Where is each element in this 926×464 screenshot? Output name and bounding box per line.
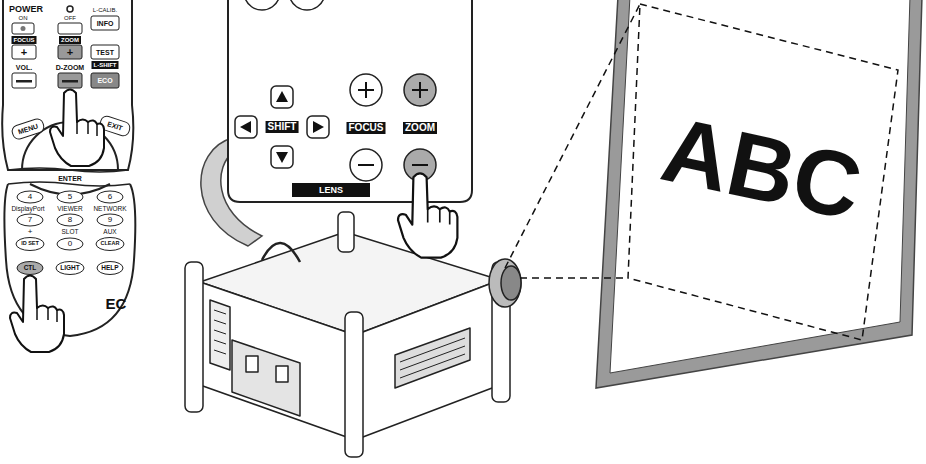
lens-control-panel	[228, 0, 472, 202]
button-caption: DisplayPort	[11, 206, 44, 213]
button-label: LIGHT	[60, 265, 80, 272]
projection-ray	[505, 4, 640, 278]
button-label: 5	[68, 193, 72, 201]
button-label: +	[21, 47, 27, 58]
brand-logo: EC	[106, 296, 127, 311]
button-label: CTL	[24, 265, 37, 272]
button-caption: ZOOM	[59, 36, 81, 44]
pointing-hand	[398, 173, 457, 257]
button-label: +	[67, 47, 73, 58]
button-label: 8	[68, 216, 72, 224]
button-caption: ON	[19, 15, 28, 21]
button-caption: SLOT	[62, 229, 79, 236]
projector	[185, 212, 521, 457]
pointing-hand	[50, 90, 104, 167]
button-caption: L-SHIFT	[92, 61, 119, 69]
panel-caption: ZOOM	[403, 122, 437, 134]
button-label: INFO	[97, 20, 114, 27]
remote-control	[2, 0, 135, 336]
button-caption: VOL.	[16, 64, 32, 71]
button-label: 7	[28, 216, 32, 224]
button-caption: D-ZOOM	[56, 64, 84, 71]
button-caption: FOCUS	[12, 36, 37, 44]
panel-caption: LENS	[317, 185, 345, 196]
button-label: ID SET	[21, 241, 39, 247]
panel-caption: SHIFT	[266, 121, 299, 133]
button-caption: OFF	[64, 15, 76, 21]
button-label: 9	[108, 216, 112, 224]
button-label: ENTER	[58, 175, 82, 182]
button-label: HELP	[101, 265, 118, 272]
button-caption: VIEWER	[57, 206, 83, 213]
button-caption: AUX	[103, 229, 116, 236]
panel-caption: FOCUS	[347, 122, 386, 134]
button-caption: POWER	[9, 5, 43, 14]
button-caption: L-CALIB.	[93, 7, 117, 13]
button-label: 6	[108, 193, 112, 201]
projection-screen	[596, 0, 922, 388]
button-label: 0	[68, 240, 72, 248]
button-label: ECO	[97, 77, 112, 84]
button-label: CLEAR	[101, 241, 120, 247]
button-caption: NETWORK	[93, 206, 126, 213]
button-label: TEST	[96, 49, 114, 56]
button-caption: +	[28, 228, 33, 236]
button-label: 4	[28, 193, 32, 201]
pointing-hand	[10, 276, 64, 353]
